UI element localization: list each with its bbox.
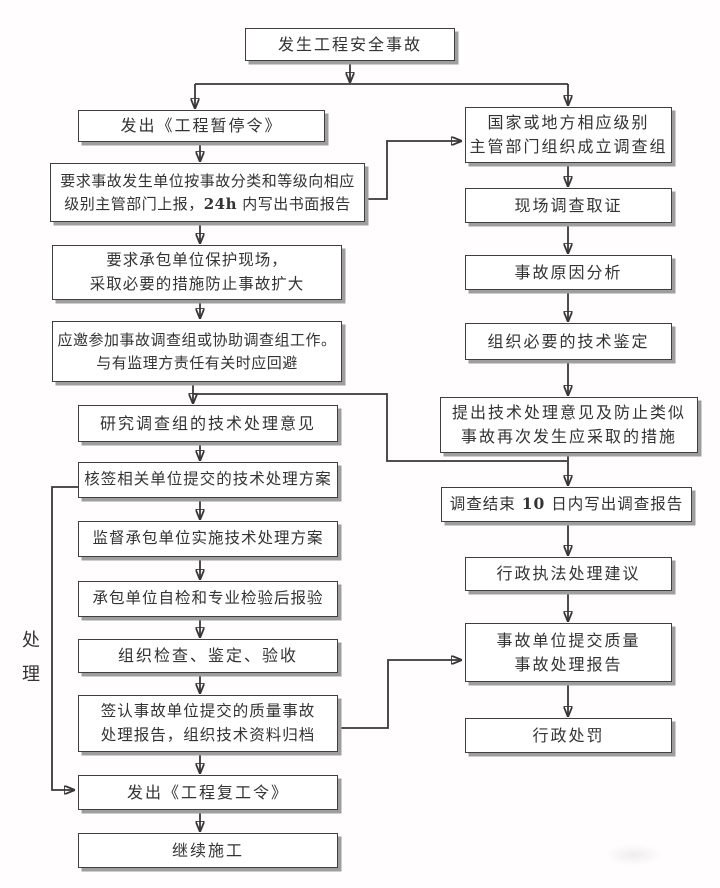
node-label: 主管部门组织成立调查组 <box>469 137 668 156</box>
node-study-opinions: 研究调查组的技术处理意见 <box>78 405 338 442</box>
node-continue-construction: 继续施工 <box>78 833 338 868</box>
node-label: 要求承包单位保护现场， <box>106 251 288 270</box>
node-issue-resume-order: 发出《工程复工令》 <box>78 775 338 810</box>
node-propose-measures: 提出技术处理意见及防止类似 事故再次发生应采取的措施 <box>440 397 698 453</box>
node-label: 事故再次发生应采取的措施 <box>460 427 677 446</box>
connector-l6-loop-l11 <box>51 486 78 790</box>
node-label: 发出《工程暂停令》 <box>120 116 283 135</box>
node-label: 与有监理方责任有关时应回避 <box>96 353 298 372</box>
node-contractor-selfcheck: 承包单位自检和专业检验后报验 <box>78 581 338 617</box>
node-organize-inspection: 组织检查、鉴定、验收 <box>78 639 338 673</box>
node-report-to-authority: 要求事故发生单位按事故分类和等级向相应 级别主管部门上报，24h 内写出书面报告 <box>50 163 365 222</box>
connector-l2-to-r1 <box>365 141 461 200</box>
node-label: 继续施工 <box>171 840 244 860</box>
node-issue-suspend-order: 发出《工程暂停令》 <box>78 110 325 142</box>
node-cause-analysis: 事故原因分析 <box>465 255 672 290</box>
node-label: 级别主管部门上报，24h 内写出书面报告 <box>64 193 351 216</box>
node-label: 要求事故发生单位按事故分类和等级向相应 <box>60 172 355 190</box>
node-submit-quality-report: 事故单位提交质量 事故处理报告 <box>465 623 672 682</box>
node-label: 国家或地方相应级别 <box>487 113 650 132</box>
node-label: 行政执法处理建议 <box>496 564 641 583</box>
connector-l10-to-r8 <box>338 660 461 729</box>
watermark-blob <box>605 844 663 866</box>
node-sign-quality-report: 签认事故单位提交的质量事故 处理报告，组织技术资料归档 <box>78 695 338 752</box>
node-label: 提出技术处理意见及防止类似 <box>451 403 686 422</box>
node-accident-occurs: 发生工程安全事故 <box>245 28 455 61</box>
node-label: 事故原因分析 <box>514 262 623 282</box>
node-label: 行政处罚 <box>532 725 605 745</box>
node-label: 发生工程安全事故 <box>277 34 422 54</box>
node-countersign-plan: 核签相关单位提交的技术处理方案 <box>78 462 338 498</box>
node-supervise-implementation: 监督承包单位实施技术处理方案 <box>78 521 338 557</box>
node-join-investigation: 应邀参加事故调查组或协助调查组工作。 与有监理方责任有关时应回避 <box>52 321 342 382</box>
side-label-handling: 处理 <box>22 630 40 685</box>
node-protect-site: 要求承包单位保护现场， 采取必要的措施防止事故扩大 <box>52 245 342 300</box>
text-segment-bold: 24h <box>203 194 237 213</box>
node-administrative-penalty: 行政处罚 <box>465 718 672 753</box>
text-segment-bold: 10 <box>521 494 546 514</box>
node-label: 组织检查、鉴定、验收 <box>117 646 298 665</box>
connector-r5-to-l5 <box>194 393 567 462</box>
node-label: 组织必要的技术鉴定 <box>487 331 650 351</box>
node-label: 处理报告，组织技术资料归档 <box>100 725 316 744</box>
node-label: 现场调查取证 <box>514 195 623 215</box>
node-label: 核签相关单位提交的技术处理方案 <box>84 470 332 489</box>
node-authority-form-team: 国家或地方相应级别 主管部门组织成立调查组 <box>465 107 672 163</box>
text-segment: 级别主管部门上报， <box>64 194 204 213</box>
node-label: 承包单位自检和专业检验后报验 <box>92 589 324 608</box>
node-label: 调查结束 10 日内写出调查报告 <box>450 492 683 516</box>
node-investigation-report: 调查结束 10 日内写出调查报告 <box>441 487 692 522</box>
node-label: 采取必要的措施防止事故扩大 <box>89 274 305 293</box>
node-technical-appraisal: 组织必要的技术鉴定 <box>465 323 672 360</box>
text-segment: 调查结束 <box>449 495 522 514</box>
node-site-investigation: 现场调查取证 <box>465 188 672 223</box>
node-label: 签认事故单位提交的质量事故 <box>100 702 316 721</box>
node-enforcement-suggestion: 行政执法处理建议 <box>465 557 672 591</box>
text-segment: 内写出书面报告 <box>237 194 351 213</box>
node-label: 应邀参加事故调查组或协助调查组工作。 <box>57 331 337 349</box>
connectors <box>51 61 568 831</box>
node-label: 监督承包单位实施技术处理方案 <box>92 529 324 548</box>
node-label: 事故处理报告 <box>514 654 623 674</box>
node-label: 研究调查组的技术处理意见 <box>99 413 316 433</box>
node-label: 事故单位提交质量 <box>496 630 641 650</box>
text-segment: 日内写出调查报告 <box>545 495 684 514</box>
node-label: 发出《工程复工令》 <box>126 782 289 802</box>
